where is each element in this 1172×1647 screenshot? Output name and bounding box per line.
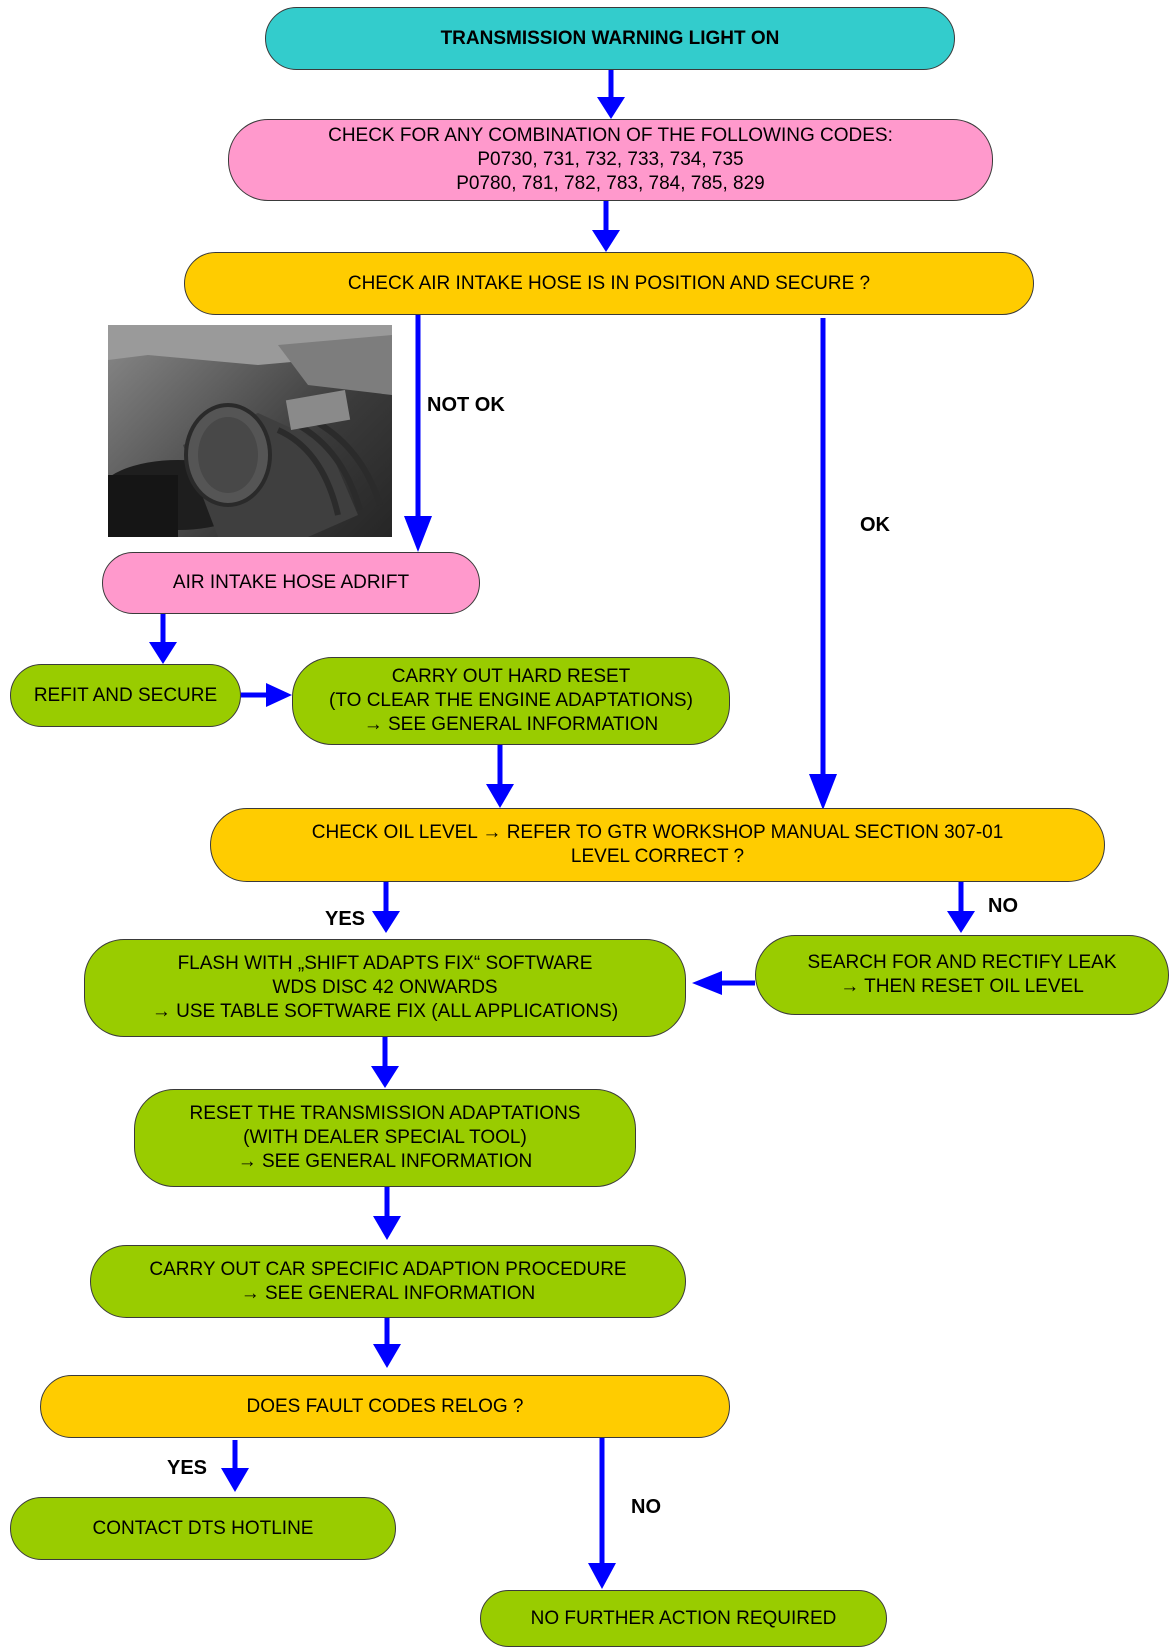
node-text-line: → SEE GENERAL INFORMATION (237, 1151, 533, 1172)
node-text-line: AIR INTAKE HOSE ADRIFT (172, 572, 410, 593)
arrowhead-relog-yes (221, 1468, 249, 1492)
node-hard-reset: CARRY OUT HARD RESET (TO CLEAR THE ENGIN… (292, 657, 730, 745)
node-text-line: CONTACT DTS HOTLINE (92, 1517, 314, 1539)
arrowhead-relog-no (588, 1563, 616, 1589)
node-text-line: CHECK AIR INTAKE HOSE IS IN POSITION AND… (347, 272, 871, 294)
arrowhead-air-hose-ok (809, 774, 837, 810)
node-contact-dts: CONTACT DTS HOTLINE (10, 1497, 396, 1560)
node-text-line: P0730, 731, 732, 733, 734, 735 (477, 149, 744, 170)
edge-label-yes-relog: YES (167, 1457, 208, 1479)
edge-label-no-oil: NO (988, 895, 1018, 917)
node-reset-transmission: RESET THE TRANSMISSION ADAPTATIONS (WITH… (134, 1089, 636, 1187)
node-text-line: CARRY OUT HARD RESET (391, 666, 631, 687)
node-text-line: NO FURTHER ACTION REQUIRED (530, 1607, 837, 1629)
arrowhead-car-specific-to-relog (373, 1344, 401, 1368)
hose-photo-drawing (108, 325, 392, 537)
arrowhead-leak-to-flash (692, 971, 722, 995)
node-car-specific-adaption: CARRY OUT CAR SPECIFIC ADAPTION PROCEDUR… (90, 1245, 686, 1318)
node-text-line: REFIT AND SECURE (33, 684, 218, 706)
node-no-further-action: NO FURTHER ACTION REQUIRED (480, 1590, 887, 1647)
node-text-line: SEARCH FOR AND RECTIFY LEAK (807, 952, 1117, 973)
edge-label-not-ok: NOT OK (427, 394, 505, 416)
node-refit-secure: REFIT AND SECURE (10, 664, 241, 727)
node-flash-software: FLASH WITH „SHIFT ADAPTS FIX“ SOFTWARE W… (84, 939, 686, 1037)
node-fault-codes-relog: DOES FAULT CODES RELOG ? (40, 1375, 730, 1438)
node-text-line: → SEE GENERAL INFORMATION (363, 714, 659, 735)
node-text-line: RESET THE TRANSMISSION ADAPTATIONS (189, 1103, 581, 1124)
arrowhead-hard-reset-to-oil (486, 784, 514, 808)
node-text-line: WDS DISC 42 ONWARDS (272, 977, 498, 998)
node-search-leak: SEARCH FOR AND RECTIFY LEAK → THEN RESET… (755, 935, 1169, 1015)
node-text-line: CARRY OUT CAR SPECIFIC ADAPTION PROCEDUR… (149, 1258, 627, 1280)
edge-label-no-relog: NO (631, 1496, 661, 1518)
arrowhead-oil-yes (372, 911, 400, 933)
node-text-line: FLASH WITH „SHIFT ADAPTS FIX“ SOFTWARE (177, 953, 593, 974)
node-text-line: LEVEL CORRECT ? (570, 846, 745, 867)
arrowhead-start-to-codes (597, 97, 625, 119)
node-text-line: CHECK FOR ANY COMBINATION OF THE FOLLOWI… (328, 125, 893, 146)
node-text-line: → SEE GENERAL INFORMATION (240, 1282, 536, 1304)
arrowhead-reset-to-car-specific (373, 1216, 401, 1240)
node-text-line: (TO CLEAR THE ENGINE ADAPTATIONS) (329, 690, 693, 711)
arrowhead-codes-to-air-hose (592, 230, 620, 252)
node-text-line: TRANSMISSION WARNING LIGHT ON (440, 27, 780, 49)
node-text-line: CHECK OIL LEVEL → REFER TO GTR WORKSHOP … (311, 822, 1004, 843)
arrowhead-flash-to-reset (371, 1066, 399, 1088)
node-transmission-warning: TRANSMISSION WARNING LIGHT ON (265, 7, 955, 70)
edge-label-ok: OK (860, 514, 890, 536)
node-hose-adrift: AIR INTAKE HOSE ADRIFT (102, 552, 480, 614)
air-intake-hose-photo (108, 325, 392, 537)
node-check-codes: CHECK FOR ANY COMBINATION OF THE FOLLOWI… (228, 119, 993, 201)
node-text-line: DOES FAULT CODES RELOG ? (246, 1395, 524, 1417)
node-text-line: → THEN RESET OIL LEVEL (840, 976, 1084, 997)
arrowhead-air-hose-not-ok (404, 516, 432, 552)
node-text-line: → USE TABLE SOFTWARE FIX (ALL APPLICATIO… (151, 1001, 619, 1022)
node-check-air-hose: CHECK AIR INTAKE HOSE IS IN POSITION AND… (184, 252, 1034, 315)
arrowhead-oil-no (947, 911, 975, 933)
arrowhead-refit-to-hard-reset (266, 683, 292, 707)
node-text-line: P0780, 781, 782, 783, 784, 785, 829 (456, 173, 765, 194)
arrowhead-adrift-to-refit (149, 642, 177, 664)
node-check-oil: CHECK OIL LEVEL → REFER TO GTR WORKSHOP … (210, 808, 1105, 882)
edge-label-yes-oil: YES (325, 908, 366, 930)
node-text-line: (WITH DEALER SPECIAL TOOL) (243, 1127, 527, 1148)
